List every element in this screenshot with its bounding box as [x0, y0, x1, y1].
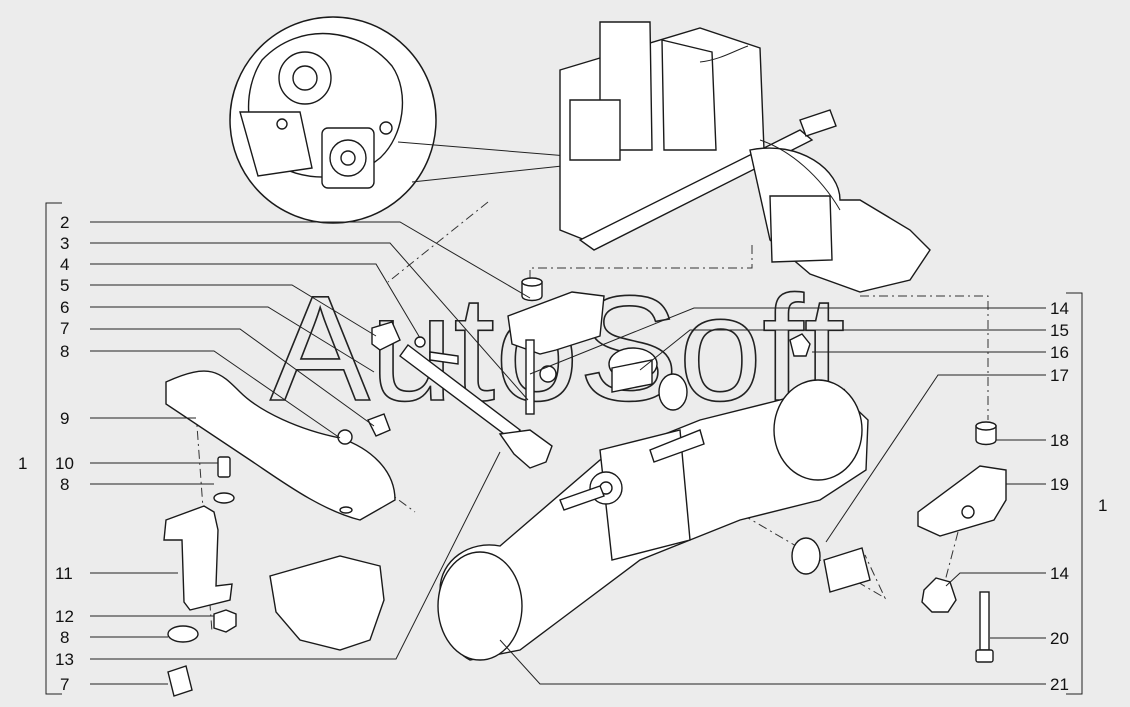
- callout-12: 12: [55, 607, 74, 626]
- callout-14-leader: [529, 307, 1046, 375]
- ref-line-tank-to-bushing-18: [860, 295, 989, 420]
- callout-14b-leader: [945, 572, 1046, 587]
- callout-15-leader: [639, 329, 1046, 371]
- ref-line-tank-to-bushing: [529, 245, 753, 285]
- part-10-bolt: [217, 456, 231, 478]
- part-3-plate-hole: [539, 365, 557, 383]
- callout-2-leader: [90, 221, 531, 299]
- rear-axle-housing: [437, 379, 869, 661]
- callout-5: 5: [60, 276, 69, 295]
- part-16-plug: [789, 333, 811, 357]
- callout-14b: 14: [1050, 564, 1069, 583]
- part-8-washer-mid: [213, 492, 235, 504]
- part-14-plug: [921, 577, 957, 613]
- callout-4: 4: [60, 255, 69, 274]
- callout-4-leader: [90, 263, 421, 339]
- part-20-bolt-head: [975, 649, 994, 663]
- part-19-bracket: [917, 465, 1007, 537]
- part-9-heat-shield: [165, 370, 396, 521]
- callout-3-leader: [90, 242, 529, 401]
- frame-assembly: [559, 21, 931, 293]
- part-5-bracket-block: [371, 321, 401, 351]
- engine-mount-block: [269, 555, 385, 651]
- ref-line-inset-to-plate: [387, 201, 489, 283]
- part-2-bushing: [521, 277, 543, 302]
- callout-11: 11: [55, 564, 73, 583]
- callout-15: 15: [1050, 321, 1069, 340]
- callout-labels: 2 3 4 5 6 7 8 9 10 8 11 12 8 13 7 14 15 …: [55, 213, 1069, 694]
- part-6-bolt: [429, 351, 459, 365]
- part-8-washer-upper: [337, 429, 353, 445]
- part-20-bolt-shank: [979, 591, 990, 651]
- callout-19: 19: [1050, 475, 1069, 494]
- left-group-mark: 1: [18, 454, 27, 473]
- right-group-bracket: [1066, 292, 1083, 695]
- part-8-washer-lower: [167, 625, 199, 643]
- right-group-mark: 1: [1098, 496, 1107, 515]
- callout-2: 2: [60, 213, 69, 232]
- part-3-mounting-plate: [507, 291, 605, 355]
- part-12-nut: [213, 609, 237, 633]
- leader-lines: [90, 221, 1046, 685]
- callout-21-leader: [499, 639, 1046, 685]
- part-13-shaft-flange: [498, 429, 553, 469]
- callout-14: 14: [1050, 299, 1069, 318]
- left-group-bracket: [45, 202, 62, 695]
- callout-13-leader: [90, 451, 501, 660]
- inset-detail-view: [229, 16, 437, 224]
- callout-17-leader: [825, 374, 1046, 543]
- callout-6: 6: [60, 298, 69, 317]
- callout-7: 7: [60, 319, 69, 338]
- callout-21: 21: [1050, 675, 1069, 694]
- callout-13: 13: [55, 650, 74, 669]
- callout-8-leader: [90, 350, 341, 439]
- callout-5-leader: [90, 284, 377, 337]
- part-11-bracket: [163, 505, 233, 611]
- part-17-seal: [791, 537, 821, 575]
- callout-16: 16: [1050, 343, 1069, 362]
- ref-line-shield: [337, 454, 416, 513]
- callout-17: 17: [1050, 366, 1069, 385]
- part-7-bolt-upper: [367, 413, 391, 437]
- callout-3: 3: [60, 234, 69, 253]
- callout-7-leader: [90, 328, 375, 427]
- part-16-seal: [658, 373, 688, 411]
- callout-6-leader: [90, 306, 375, 373]
- callout-18: 18: [1050, 431, 1069, 450]
- callout-8: 8: [60, 342, 69, 361]
- callout-10: 10: [55, 454, 74, 473]
- callout-20: 20: [1050, 629, 1069, 648]
- ref-line-bushing-17: [725, 504, 887, 600]
- part-7-bolt-lower: [167, 665, 193, 697]
- part-17-bushing: [823, 547, 871, 593]
- callout-7b: 7: [60, 675, 69, 694]
- callout-8c: 8: [60, 628, 69, 647]
- callout-9: 9: [60, 409, 69, 428]
- part-3-long-bolt: [525, 339, 535, 415]
- callout-8b: 8: [60, 475, 69, 494]
- part-4-washer: [414, 336, 426, 348]
